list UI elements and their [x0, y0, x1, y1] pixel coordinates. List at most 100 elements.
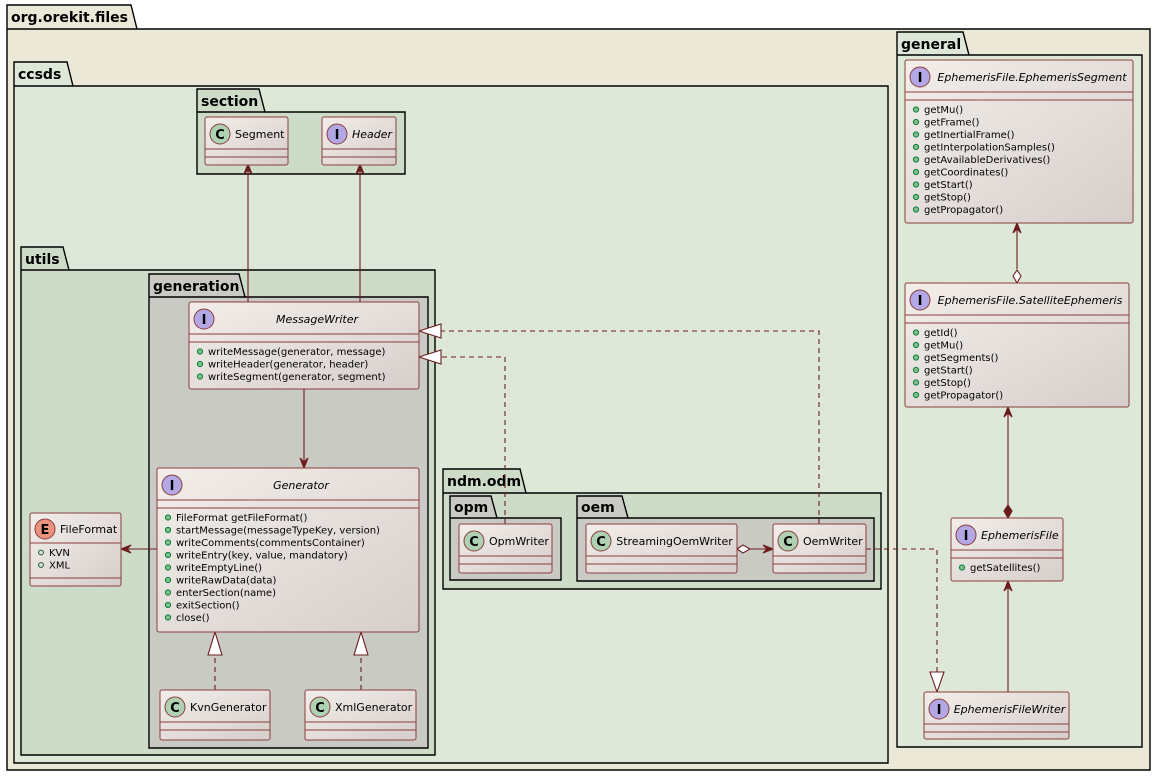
interface-type-icon: [161, 474, 183, 496]
class-name: FileFormat: [60, 523, 118, 536]
method-visibility-icon: [912, 156, 920, 163]
edge-arrowhead: [762, 544, 775, 554]
type-glyph: C: [315, 701, 325, 716]
interface-type-icon: [326, 123, 348, 145]
method: getStop(): [924, 193, 971, 204]
class-name: XmlGenerator: [335, 701, 413, 714]
type-glyph: C: [469, 535, 479, 550]
edge-arrowhead: [299, 457, 309, 470]
package-title-opm: opm: [454, 500, 488, 516]
method-visibility-icon: [912, 193, 920, 201]
class-name: MessageWriter: [276, 313, 360, 326]
edge-arrowhead: [355, 162, 365, 175]
interface-type-icon: [955, 524, 977, 546]
type-glyph: I: [918, 71, 923, 86]
interface-type-icon: [193, 308, 215, 330]
edge-realization-head: [929, 671, 945, 694]
method: getCoordinates(): [924, 168, 1008, 179]
type-glyph: I: [964, 529, 969, 544]
method-visibility-icon: [164, 614, 172, 621]
class-name: Header: [352, 128, 394, 141]
method-visibility-icon: [912, 106, 920, 113]
class-name: EphemerisFile: [981, 529, 1059, 542]
method-visibility-icon: [912, 118, 920, 126]
method: getMu(): [924, 341, 963, 352]
edge-aggregation-diamond: [736, 544, 752, 554]
class-name: KvnGenerator: [190, 701, 267, 714]
class-name: StreamingOemWriter: [616, 535, 733, 548]
edge-realization-head: [417, 323, 442, 339]
type-glyph: E: [41, 523, 50, 538]
method: getSatellites(): [970, 563, 1040, 574]
class-ephemeris-file: I EphemerisFile getSatellites(): [950, 517, 1064, 582]
method: writeComments(commentsContainer): [176, 538, 365, 549]
package-title-root: org.orekit.files: [11, 10, 128, 26]
edge-oemwriter-messagewriter: [441, 330, 820, 524]
package-title-ccsds: ccsds: [18, 67, 61, 83]
package-title-general: general: [901, 37, 961, 53]
method-visibility-icon: [912, 354, 920, 361]
edge-arrowhead: [1003, 579, 1013, 592]
method: exitSection(): [176, 601, 240, 612]
method-visibility-icon: [912, 391, 920, 399]
class-type-icon: [164, 696, 186, 718]
method: getId(): [924, 328, 958, 339]
type-glyph: C: [596, 535, 606, 550]
method-visibility-icon: [958, 564, 966, 571]
method: getAvailableDerivatives(): [924, 155, 1050, 166]
interface-type-icon: [909, 66, 931, 88]
method-visibility-icon: [196, 373, 204, 380]
package-title-utils: utils: [25, 252, 60, 268]
edge-realization-head: [353, 630, 369, 656]
enum-value: KVN: [49, 548, 70, 559]
method: writeRawData(data): [176, 576, 276, 587]
method-visibility-icon: [164, 539, 172, 546]
type-glyph: I: [170, 479, 175, 494]
method: getInertialFrame(): [924, 130, 1015, 141]
package-title-oem: oem: [581, 500, 615, 516]
package-title-generation: generation: [153, 279, 239, 295]
edge-realization-head: [207, 630, 223, 656]
method-visibility-icon: [912, 143, 920, 151]
method-visibility-icon: [912, 206, 920, 213]
edge-arrowhead: [243, 162, 253, 175]
method-visibility-icon: [912, 366, 920, 374]
method: writeMessage(generator, message): [208, 347, 386, 358]
class-type-icon: [463, 530, 485, 552]
method: getFrame(): [924, 118, 979, 129]
method: getPropagator(): [924, 205, 1003, 216]
method-visibility-icon: [912, 379, 920, 386]
method-visibility-icon: [164, 551, 172, 559]
method: writeEmptyLine(): [176, 563, 262, 574]
edge-arrowhead: [1003, 405, 1013, 418]
edge-opmwriter-messagewriter: [441, 356, 506, 524]
class-name: EphemerisFileWriter: [954, 703, 1067, 716]
type-glyph: I: [202, 313, 207, 328]
method: startMessage(messageTypeKey, version): [176, 526, 380, 537]
class-type-icon: [309, 696, 331, 718]
type-glyph: C: [783, 535, 793, 550]
field-visibility-icon: [38, 562, 44, 568]
interface-type-icon: [928, 698, 950, 720]
class-kvn-generator: C KvnGenerator: [159, 689, 271, 741]
method-visibility-icon: [164, 564, 172, 571]
method: getStart(): [924, 366, 973, 377]
edge-oemwriter-ephemerisfilewriter: [866, 548, 938, 672]
field-visibility-icon: [38, 549, 44, 556]
type-glyph: C: [170, 701, 180, 716]
method-visibility-icon: [196, 348, 204, 355]
package-title-ndm-odm: ndm.odm: [447, 474, 521, 490]
type-glyph: I: [918, 294, 923, 309]
method: getInterpolationSamples(): [924, 143, 1055, 154]
type-glyph: I: [335, 128, 340, 143]
class-message-writer: I MessageWriter writeMessage(generator, me…: [188, 301, 420, 390]
edge-realization-head: [417, 349, 442, 365]
method: getSegments(): [924, 353, 999, 364]
